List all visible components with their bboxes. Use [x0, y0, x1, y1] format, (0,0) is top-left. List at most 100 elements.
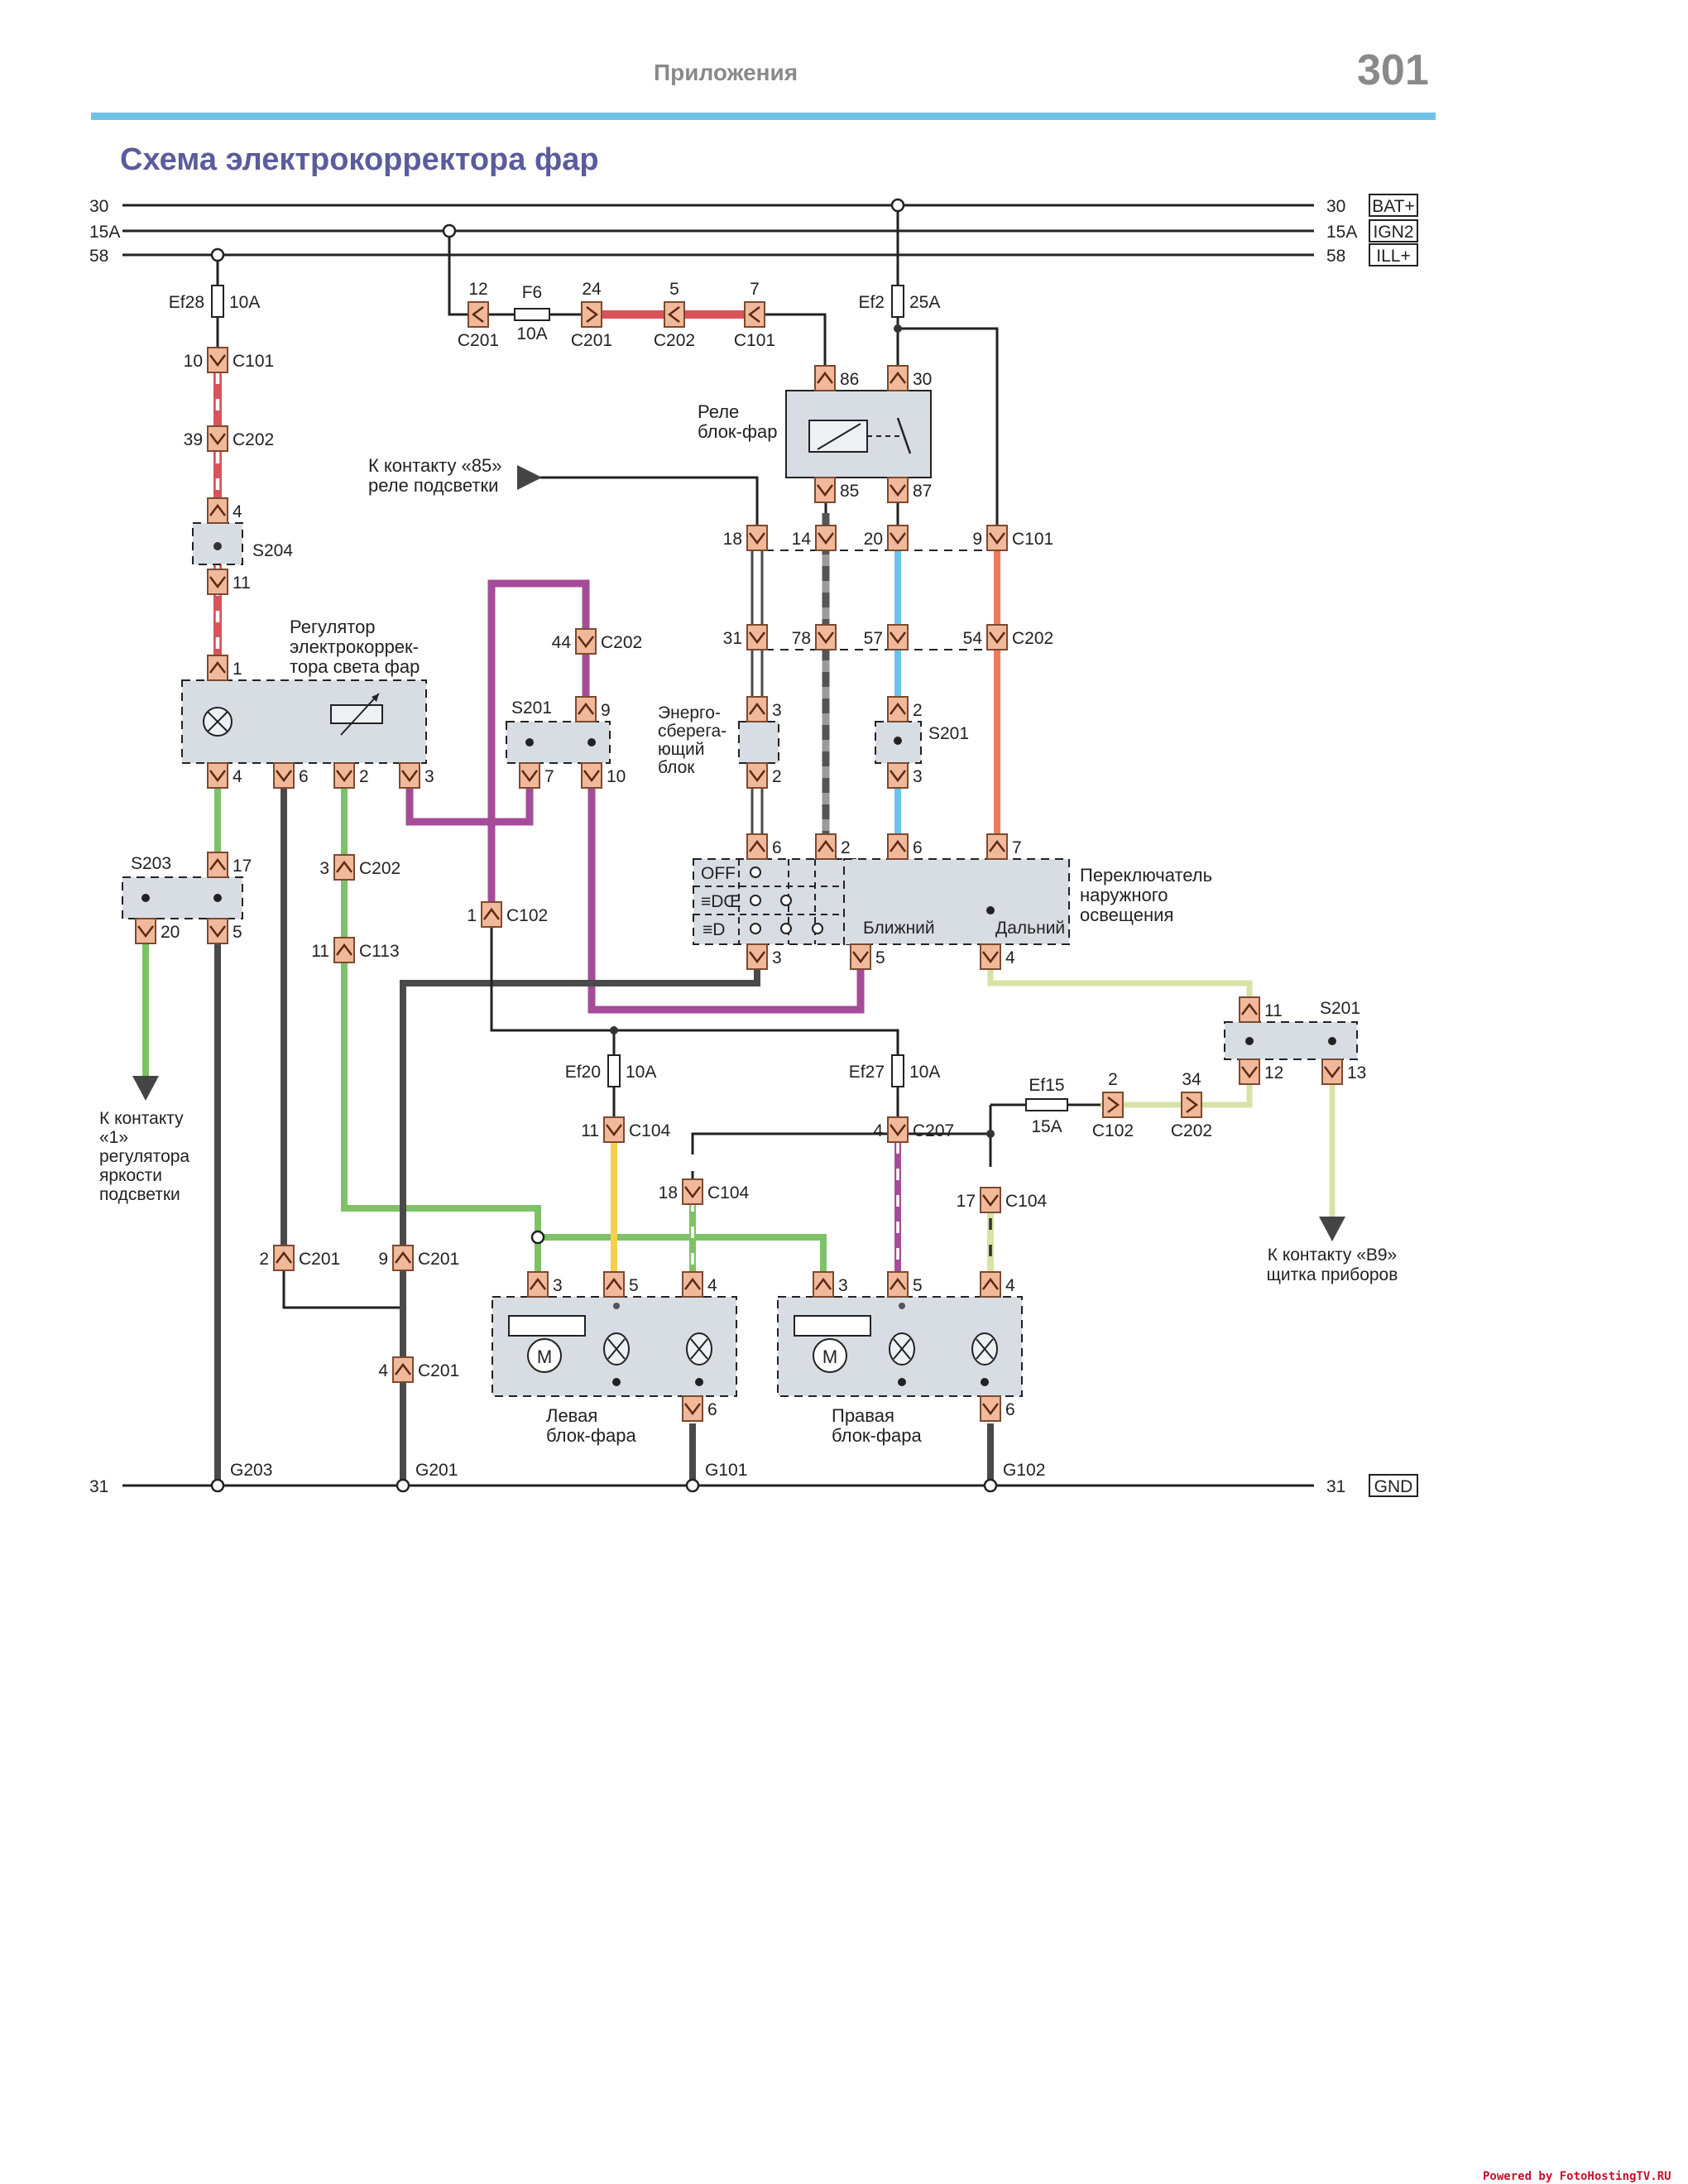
connector-body: [481, 901, 502, 928]
connector-pin: 4: [233, 502, 242, 521]
splice-label: S204: [252, 541, 293, 560]
connector-chevron-icon: [1324, 1066, 1340, 1079]
connector-terminal: [682, 1395, 703, 1422]
splice-dot: [894, 324, 902, 333]
actuator-icon: [794, 1315, 871, 1337]
connector-chevron-icon: [578, 702, 594, 715]
connector-pin: 11: [1264, 1001, 1283, 1020]
regulator-label-line: Регулятор: [290, 617, 376, 637]
connector-pin: 5: [233, 923, 242, 942]
connector-terminal: [887, 624, 909, 650]
connector-body: [744, 301, 765, 328]
switch-contact: [750, 923, 761, 934]
connector-pin: 6: [707, 1400, 717, 1419]
connector-pin: 31: [723, 629, 742, 648]
diagram-title: Схема электрокорректора фар: [120, 142, 599, 177]
connector-chevron-icon: [890, 770, 906, 783]
splice-dot: [1245, 1037, 1254, 1045]
connector-chevron-icon: [137, 925, 154, 938]
splice-dot: [894, 737, 902, 745]
connector-terminal: [392, 1356, 414, 1383]
connector-terminal: [207, 655, 228, 681]
connector-terminal: [746, 696, 768, 722]
fuse-name: Ef20: [565, 1063, 601, 1082]
arrow-dimmer-label-line: К контакту: [99, 1109, 184, 1128]
connector-pin: 54: [963, 629, 983, 648]
connector-pin: 10: [607, 767, 626, 786]
connector-chevron-icon: [530, 1277, 546, 1290]
switch-contact: [812, 923, 823, 934]
connector-pin: 11: [311, 942, 329, 961]
splice-dot: [613, 1303, 620, 1309]
motor-icon: [527, 1338, 562, 1373]
connector-terminal: [887, 762, 909, 789]
connector-chevron-icon: [471, 306, 484, 323]
connector-pin: 85: [840, 482, 859, 501]
connector-body: [986, 833, 1008, 860]
ground-label-g102: G102: [1003, 1461, 1045, 1480]
actuator-icon: [508, 1315, 586, 1337]
connector-chevron-icon: [982, 1194, 999, 1207]
bus-tag-box: [1369, 243, 1418, 266]
connector-body: [1102, 1092, 1124, 1118]
connector-pin: 86: [840, 370, 859, 389]
connector-pin: 6: [772, 838, 782, 857]
switch-contact: [750, 895, 761, 906]
connector-body: [207, 918, 228, 944]
connector-body: [814, 365, 836, 391]
connector-chevron-icon: [276, 770, 292, 783]
switch-matrix-box: [693, 858, 866, 945]
connector-body: [887, 1116, 909, 1143]
fuse-icon: [514, 308, 550, 321]
connector-chevron-icon: [982, 1277, 999, 1290]
connector-id: C102: [1092, 1121, 1134, 1140]
wire-ef2-c101-9: [898, 327, 999, 538]
connector-body: [682, 1271, 703, 1298]
connector-body: [273, 1245, 295, 1271]
connector-chevron-icon: [982, 951, 999, 964]
connector-terminal: [603, 1271, 625, 1298]
connector-body: [887, 624, 909, 650]
connector-id: C202: [1171, 1121, 1212, 1140]
connector-pin: 24: [582, 280, 602, 299]
connector-chevron-icon: [749, 770, 765, 783]
connector-terminal: [814, 477, 836, 503]
connector-terminal: [887, 477, 909, 503]
arrow-cluster-label-line: К контакту «B9»: [1268, 1246, 1398, 1265]
splice-dot: [213, 894, 222, 902]
connector-pin: 7: [1012, 838, 1022, 857]
connector-chevron-icon: [578, 636, 594, 649]
header-rule: [91, 113, 1436, 120]
connector-terminal: [273, 762, 295, 789]
lamp-x: [976, 1338, 994, 1360]
connector-pin: 2: [359, 767, 369, 786]
connector-chevron-icon: [890, 839, 906, 852]
junction-node: [210, 1478, 225, 1493]
wire-gray-switch3: [400, 968, 760, 1486]
connector-pin: 1: [233, 660, 242, 679]
fuse-icon: [891, 1054, 904, 1087]
potentiometer-arrowhead: [372, 694, 379, 702]
connector-chevron-icon: [1241, 1002, 1258, 1015]
connector-terminal: [207, 918, 228, 944]
connector-chevron-icon: [209, 857, 226, 871]
connector-chevron-icon: [818, 839, 834, 852]
bus-label-left: 15A: [89, 223, 120, 242]
connector-body: [815, 833, 837, 860]
fuse-icon: [211, 285, 224, 318]
connector-pin: 18: [659, 1183, 678, 1202]
ground-label-g101: G101: [705, 1461, 747, 1480]
connector-id: C201: [418, 1250, 459, 1269]
splice-dot: [898, 1378, 906, 1386]
connector-body: [746, 696, 768, 722]
connector-body: [392, 1245, 414, 1271]
connector-pin: 44: [552, 633, 572, 652]
splice-dot: [587, 738, 596, 746]
connector-body: [1321, 1058, 1343, 1085]
connector-body: [815, 525, 837, 551]
wire-c201-2-join: [282, 1266, 403, 1309]
high-beam-label: Дальний: [995, 919, 1065, 938]
connector-terminal: [682, 1271, 703, 1298]
right-headlamp-label-line: Правая: [832, 1405, 894, 1426]
